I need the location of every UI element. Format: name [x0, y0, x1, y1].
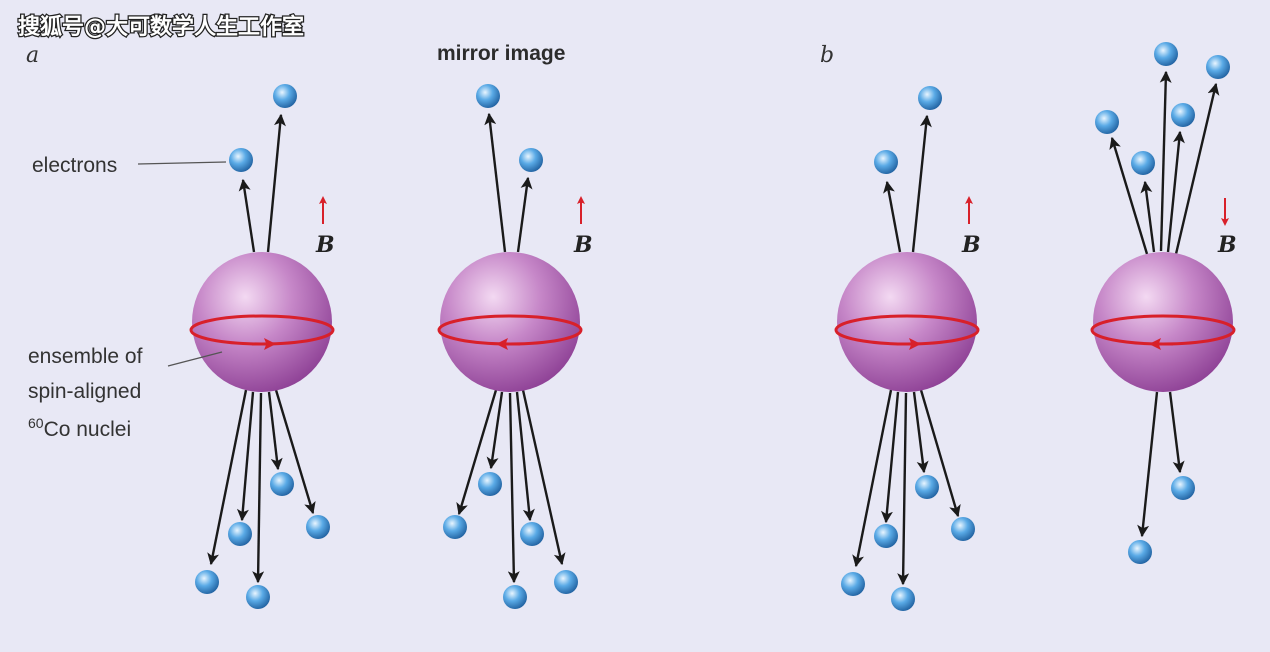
electron: [306, 515, 330, 539]
nuclei: [192, 252, 1233, 392]
watermark: 搜狐号@大可数学人生工作室: [18, 14, 304, 40]
electron-arrow: [267, 391, 283, 471]
electron: [229, 148, 253, 172]
electron: [519, 148, 543, 172]
electron-arrow: [238, 178, 256, 253]
electron: [503, 585, 527, 609]
electron-arrow: [1168, 391, 1185, 474]
electron: [270, 472, 294, 496]
electron: [478, 472, 502, 496]
electron: [1171, 476, 1195, 500]
electron-arrow: [266, 113, 286, 253]
isotope-text: Co nuclei: [44, 418, 132, 441]
electron-arrow: [1159, 70, 1172, 252]
field-label: B: [961, 232, 981, 258]
cobalt-nucleus: [192, 252, 332, 392]
electron: [874, 524, 898, 548]
electron-arrow: [1166, 130, 1185, 253]
electron-arrow: [852, 389, 893, 568]
field-arrows: [319, 196, 1229, 226]
electron: [951, 517, 975, 541]
mirror-image-title: mirror image: [437, 42, 565, 65]
electron-arrow: [456, 389, 498, 516]
electron: [195, 570, 219, 594]
electron: [915, 475, 939, 499]
electron-arrow: [1140, 180, 1156, 253]
electron: [1206, 55, 1230, 79]
panel-a-label: a: [26, 43, 39, 68]
panel-b-label: b: [820, 43, 834, 68]
electron: [874, 150, 898, 174]
electron-arrow: [236, 391, 255, 522]
electron-arrow: [1174, 82, 1220, 255]
cobalt-nucleus: [440, 252, 580, 392]
electron-arrow: [912, 391, 929, 474]
electron-arrow: [252, 392, 265, 584]
electron: [1095, 110, 1119, 134]
electron-arrow: [515, 391, 535, 522]
electron: [520, 522, 544, 546]
cobalt-nucleus: [837, 252, 977, 392]
electrons-label: electrons: [32, 154, 117, 177]
field-label: B: [1217, 232, 1237, 258]
electron: [1131, 151, 1155, 175]
emission-arrows: [207, 70, 1220, 586]
electron-arrow: [919, 389, 961, 518]
ensemble-label-line1: ensemble of: [28, 345, 143, 368]
ensemble-leader-line: [167, 351, 223, 367]
electron-arrow: [897, 392, 910, 586]
electron: [918, 86, 942, 110]
electron-arrow: [883, 180, 902, 253]
electron-arrow: [484, 112, 507, 253]
electron-arrow: [274, 389, 316, 515]
field-label: B: [573, 232, 593, 258]
electron-arrow: [516, 176, 533, 253]
electron: [246, 585, 270, 609]
electron: [443, 515, 467, 539]
electrons-leader-line: [137, 161, 227, 165]
electron: [1171, 103, 1195, 127]
spin-rings: [189, 314, 1236, 350]
field-label: B: [315, 232, 335, 258]
ensemble-label-line2: spin-aligned: [28, 380, 141, 403]
electrons-group: [195, 42, 1230, 611]
electron: [476, 84, 500, 108]
electron-arrow: [911, 114, 932, 253]
cobalt-nucleus: [1093, 252, 1233, 392]
electron: [1128, 540, 1152, 564]
ensemble-label-line3: 60Co nuclei: [28, 415, 131, 441]
electron-arrow: [207, 389, 248, 566]
electron-arrow: [507, 392, 520, 584]
electron: [228, 522, 252, 546]
electron-arrow: [521, 389, 566, 566]
electron: [1154, 42, 1178, 66]
electron: [841, 572, 865, 596]
electron-arrow: [1137, 391, 1159, 538]
electron: [554, 570, 578, 594]
electron: [273, 84, 297, 108]
electron-arrow: [486, 391, 504, 470]
electron-arrow: [1109, 136, 1149, 255]
electron-arrow: [881, 391, 900, 524]
electron: [891, 587, 915, 611]
isotope-superscript: 60: [28, 415, 44, 431]
